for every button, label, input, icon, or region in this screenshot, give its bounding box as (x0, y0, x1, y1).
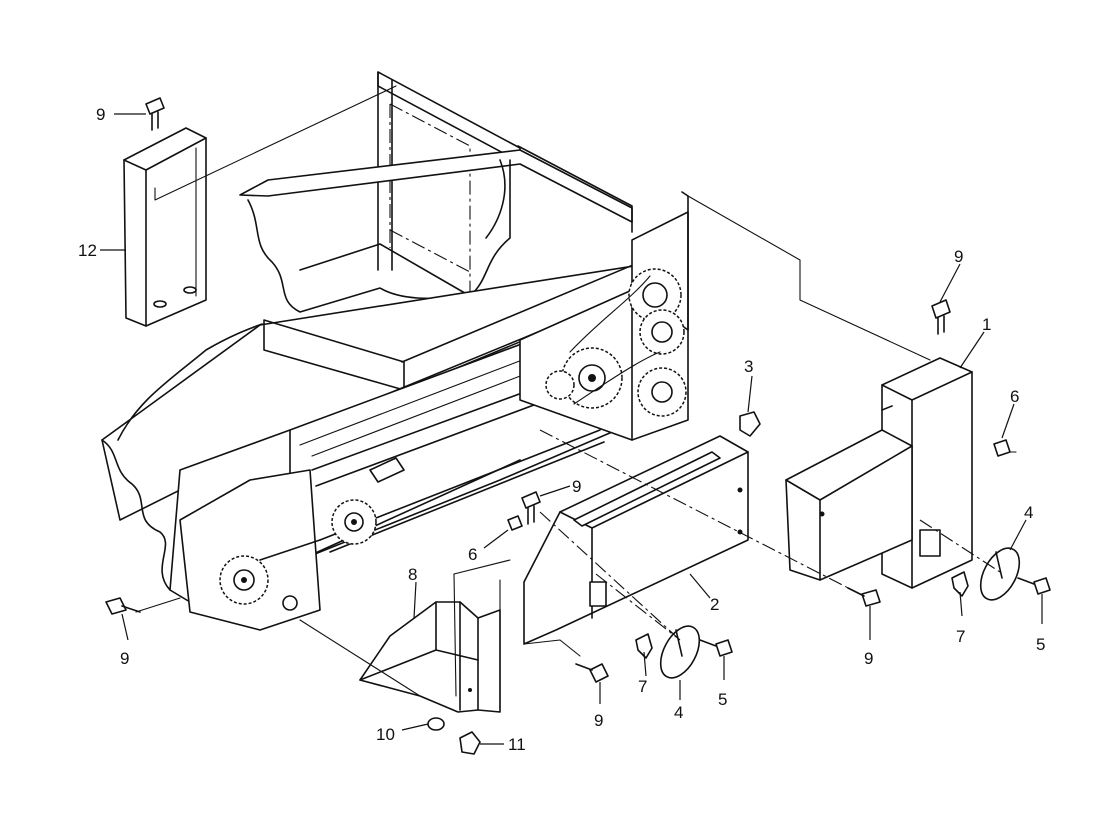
callout-label: 6 (1010, 387, 1019, 406)
part-1-end-cover (785, 357, 973, 589)
knob-icon (659, 625, 701, 679)
nut-icon (993, 439, 1011, 457)
callout-label: 4 (1024, 503, 1033, 522)
nut-icon (459, 731, 481, 755)
callout-label: 3 (744, 357, 753, 376)
callout-label: 9 (572, 477, 581, 496)
callout-label: 2 (710, 595, 719, 614)
screw-icon (145, 97, 165, 131)
callout-label: 1 (982, 315, 991, 334)
screw-icon (575, 663, 609, 683)
callout-label: 12 (78, 241, 97, 260)
assembly-lines (135, 195, 1017, 711)
callout-label: 9 (594, 711, 603, 730)
callout-label: 4 (674, 703, 683, 722)
screw-icon (1017, 577, 1051, 595)
part-2-side-cover (523, 435, 749, 645)
callout-label: 8 (408, 565, 417, 584)
callout-label: 9 (120, 649, 129, 668)
callout-label: 5 (1036, 635, 1045, 654)
callout-label: 5 (718, 690, 727, 709)
nut-icon (507, 515, 523, 531)
callout-label: 11 (508, 735, 526, 754)
screw-icon (699, 639, 733, 657)
callouts: 9 12 9 1 3 6 9 6 4 8 2 9 (78, 105, 1045, 754)
screw-icon (105, 597, 141, 615)
drive-gears (219, 268, 687, 611)
callout-label: 9 (96, 105, 105, 124)
part-8-guard (359, 601, 501, 713)
callout-label: 9 (864, 649, 873, 668)
screw-icon (931, 299, 951, 335)
clip-icon (739, 411, 761, 437)
clip-icon (635, 633, 653, 659)
clip-icon (951, 571, 969, 597)
callout-label: 10 (376, 725, 395, 744)
screw-icon (521, 491, 541, 525)
part-12-end-cover (123, 85, 397, 327)
knob-icon (979, 547, 1021, 601)
callout-label: 9 (954, 247, 963, 266)
callout-label: 7 (956, 627, 965, 646)
callout-label: 7 (638, 677, 647, 696)
callout-label: 6 (468, 545, 477, 564)
washer-icon (427, 717, 445, 731)
